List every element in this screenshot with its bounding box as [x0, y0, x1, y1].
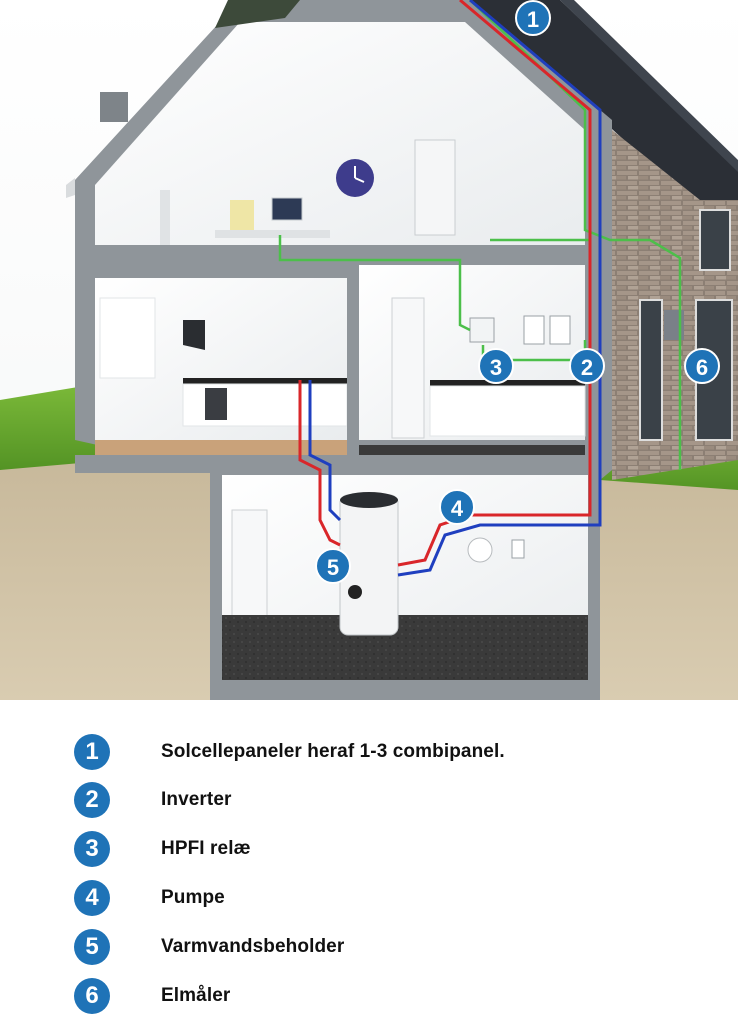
- marker-4: 4: [439, 489, 475, 525]
- marker-2-label: 2: [581, 355, 593, 380]
- marker-1-label: 1: [527, 7, 539, 32]
- attic-door: [414, 139, 456, 236]
- kitchen-floor: [95, 440, 347, 455]
- legend-badge: 6: [74, 978, 110, 1014]
- desk-chair: [230, 200, 254, 230]
- legend-item: 5 Varmvandsbeholder: [74, 927, 344, 967]
- marker-3-label: 3: [490, 355, 502, 380]
- legend-badge: 4: [74, 880, 110, 916]
- vent-pipe: [160, 190, 170, 245]
- kitchen-wall-cabinets: [99, 297, 156, 379]
- legend-label: Inverter: [161, 789, 232, 810]
- house-cutaway-illustration: 1 2 3 4 5 6: [0, 0, 738, 700]
- gutter-left: [66, 178, 75, 198]
- legend: 1 Solcellepaneler heraf 1-3 combipanel. …: [0, 712, 738, 1014]
- window-upper-right: [699, 209, 731, 271]
- marker-6: 6: [684, 348, 720, 384]
- kitchen-counter: [183, 378, 347, 384]
- water-heater-port: [348, 585, 362, 599]
- legend-item: 1 Solcellepaneler heraf 1-3 combipanel.: [74, 732, 505, 772]
- kitchen-partition: [347, 270, 359, 460]
- marker-6-label: 6: [696, 355, 708, 380]
- legend-label: Pumpe: [161, 887, 225, 908]
- attic-room: [95, 22, 585, 245]
- marker-4-label: 4: [451, 496, 464, 521]
- skylight: [215, 0, 300, 28]
- kitchen-hot-pipe: [298, 380, 341, 547]
- oven: [205, 388, 227, 420]
- legend-label: Elmåler: [161, 985, 231, 1006]
- marker-2: 2: [569, 348, 605, 384]
- marker-1: 1: [515, 0, 551, 36]
- utility-cabinets: [429, 385, 586, 437]
- legend-item: 6 Elmåler: [74, 976, 230, 1016]
- legend-label: Varmvandsbeholder: [161, 936, 345, 957]
- fuse-box: [469, 317, 495, 343]
- basement-floor: [222, 615, 588, 680]
- legend-label: HPFI relæ: [161, 838, 251, 859]
- solar-roof: [470, 0, 738, 200]
- cold-water-pipe: [397, 0, 602, 577]
- kitchen-cold-pipe: [308, 380, 342, 522]
- legend-badge: 3: [74, 831, 110, 867]
- door-right: [639, 299, 663, 441]
- inverter-unit-a: [523, 315, 545, 345]
- wall-controller: [511, 539, 525, 559]
- utility-door: [391, 297, 425, 439]
- legend-badge: 2: [74, 782, 110, 818]
- inverter-unit-b: [549, 315, 571, 345]
- water-heater-lid: [340, 492, 398, 508]
- legend-badge: 5: [74, 929, 110, 965]
- range-hood: [183, 320, 205, 350]
- ground-slab: [75, 455, 600, 473]
- laptop: [271, 197, 303, 221]
- marker-3: 3: [478, 348, 514, 384]
- legend-label: Solcellepaneler heraf 1-3 combipanel.: [161, 741, 505, 762]
- legend-badge: 1: [74, 734, 110, 770]
- roof-edge: [560, 0, 738, 172]
- pump-tank: [467, 537, 493, 563]
- marker-5: 5: [315, 548, 351, 584]
- legend-item: 2 Inverter: [74, 780, 232, 820]
- utility-counter: [430, 380, 585, 386]
- legend-item: 3 HPFI relæ: [74, 829, 251, 869]
- attic-desk: [215, 230, 330, 238]
- chimney-stub: [100, 92, 128, 122]
- marker-5-label: 5: [327, 555, 339, 580]
- legend-item: 4 Pumpe: [74, 878, 225, 918]
